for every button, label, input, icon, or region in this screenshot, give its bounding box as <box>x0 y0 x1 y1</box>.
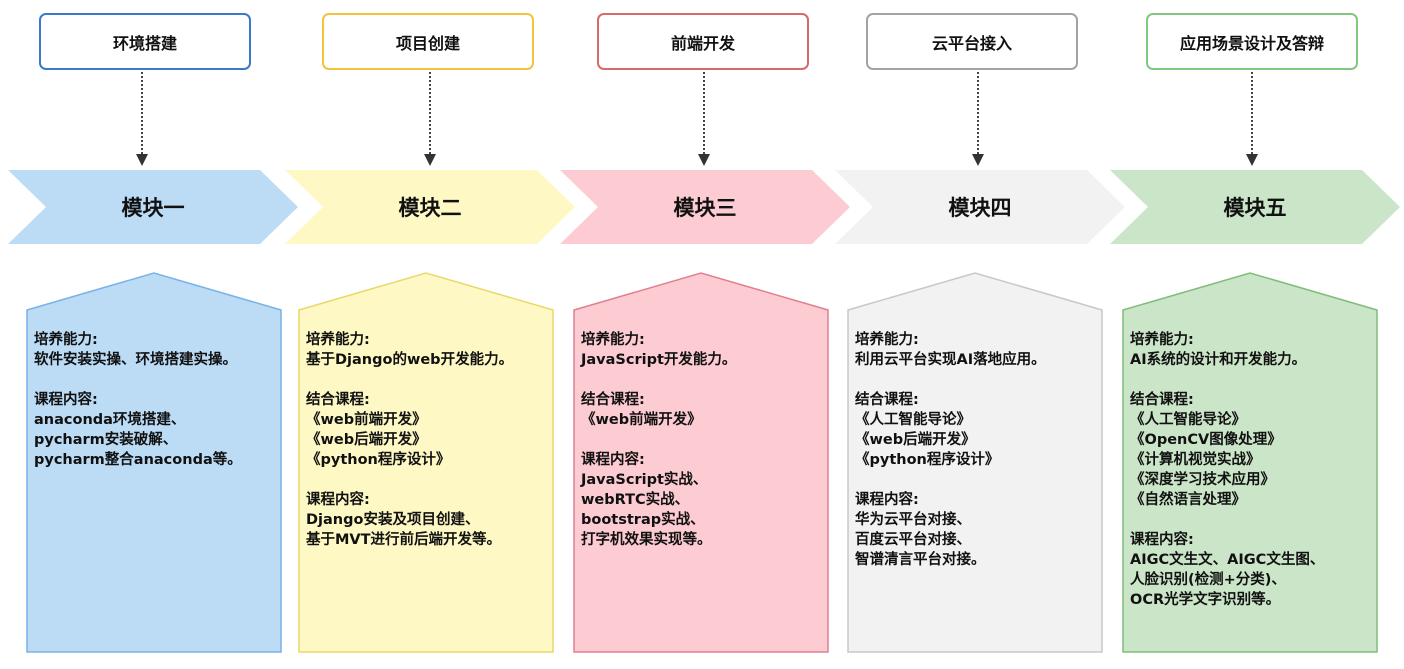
module-4-course-item: 《web后端开发》 <box>855 432 976 448</box>
module-5-chevron-label: 模块五 <box>1223 196 1287 220</box>
module-3-title-box: 前端开发 <box>597 13 809 70</box>
module-3-content-section: 课程内容: JavaScript实战、 webRTC实战、 bootstrap实… <box>581 450 825 550</box>
module-3-card: 培养能力: JavaScript开发能力。 结合课程: 《web前端开发》 课程… <box>573 272 829 653</box>
module-4-content-section: 课程内容: 华为云平台对接、 百度云平台对接、 智谱清言平台对接。 <box>855 490 1099 570</box>
module-2-ability-heading: 培养能力: <box>306 332 370 348</box>
module-4-content-item: 华为云平台对接、 <box>855 512 971 528</box>
module-5-course-item: 《计算机视觉实战》 <box>1130 452 1261 468</box>
module-1-content-heading: 课程内容: <box>34 392 98 408</box>
module-5-title-box: 应用场景设计及答辩 <box>1146 13 1358 70</box>
module-5-ability-text: AI系统的设计和开发能力。 <box>1130 352 1307 368</box>
module-2-courses-heading: 结合课程: <box>306 392 370 408</box>
module-4-content-heading: 课程内容: <box>855 492 919 508</box>
module-1-chevron-label: 模块一 <box>121 196 185 220</box>
module-3-arrow-icon <box>698 154 710 166</box>
module-3-content-item: webRTC实战、 <box>581 492 690 508</box>
module-1-content-item: pycharm安装破解、 <box>34 432 178 448</box>
module-3-content-item: 打字机效果实现等。 <box>581 532 712 548</box>
module-4-content-item: 百度云平台对接、 <box>855 532 971 548</box>
module-5-ability-section: 培养能力: AI系统的设计和开发能力。 <box>1130 330 1374 370</box>
module-3-chevron-label: 模块三 <box>673 196 737 220</box>
module-4-arrow-icon <box>972 154 984 166</box>
module-3-courses-section: 结合课程: 《web前端开发》 <box>581 390 825 430</box>
module-3-content-heading: 课程内容: <box>581 452 645 468</box>
module-2-course-item: 《web后端开发》 <box>306 432 427 448</box>
module-3-ability-text: JavaScript开发能力。 <box>581 352 737 368</box>
module-1-connector <box>141 72 143 154</box>
module-5-course-item: 《自然语言处理》 <box>1130 492 1246 508</box>
module-2-card: 培养能力: 基于Django的web开发能力。 结合课程: 《web前端开发》 … <box>298 272 554 653</box>
module-3-chevron: 模块三 <box>560 170 850 244</box>
module-5-course-item: 《OpenCV图像处理》 <box>1130 432 1282 448</box>
module-1-ability-heading: 培养能力: <box>34 332 98 348</box>
module-2-content-heading: 课程内容: <box>306 492 370 508</box>
module-3-content-item: JavaScript实战、 <box>581 472 708 488</box>
module-3-courses-heading: 结合课程: <box>581 392 645 408</box>
module-5-course-item: 《人工智能导论》 <box>1130 412 1246 428</box>
module-2-courses-section: 结合课程: 《web前端开发》 《web后端开发》 《python程序设计》 <box>306 390 550 470</box>
module-5-card: 培养能力: AI系统的设计和开发能力。 结合课程: 《人工智能导论》 《Open… <box>1122 272 1378 653</box>
module-column-1: 环境搭建 模块一 培养能力: 软件安装实操、环境搭建实操。 课程内容: anac… <box>0 0 298 669</box>
module-4-card: 培养能力: 利用云平台实现AI落地应用。 结合课程: 《人工智能导论》 《web… <box>847 272 1103 653</box>
module-4-course-item: 《python程序设计》 <box>855 452 1000 468</box>
module-3-connector <box>703 72 705 154</box>
module-1-chevron: 模块一 <box>8 170 298 244</box>
module-2-chevron: 模块二 <box>285 170 575 244</box>
module-5-content-item: 人脸识别(检测+分类)、 <box>1130 572 1286 588</box>
module-4-ability-text: 利用云平台实现AI落地应用。 <box>855 352 1046 368</box>
module-4-connector <box>977 72 979 154</box>
module-1-content-item: anaconda环境搭建、 <box>34 412 186 428</box>
module-1-title-box: 环境搭建 <box>39 13 251 70</box>
module-5-ability-heading: 培养能力: <box>1130 332 1194 348</box>
module-4-content-item: 智谱清言平台对接。 <box>855 552 986 568</box>
module-5-content-item: OCR光学文字识别等。 <box>1130 592 1281 608</box>
module-3-ability-section: 培养能力: JavaScript开发能力。 <box>581 330 825 370</box>
module-2-connector <box>429 72 431 154</box>
module-4-title-box: 云平台接入 <box>866 13 1078 70</box>
module-column-3: 前端开发 模块三 培养能力: JavaScript开发能力。 结合课程: 《we… <box>0 0 850 669</box>
module-2-content-item: 基于MVT进行前后端开发等。 <box>306 532 502 548</box>
module-5-content-item: AIGC文生文、AIGC文生图、 <box>1130 552 1325 568</box>
module-5-courses-heading: 结合课程: <box>1130 392 1194 408</box>
module-1-card: 培养能力: 软件安装实操、环境搭建实操。 课程内容: anaconda环境搭建、… <box>26 272 282 653</box>
module-2-content-item: Django安装及项目创建、 <box>306 512 480 528</box>
module-4-course-item: 《人工智能导论》 <box>855 412 971 428</box>
module-5-arrow-icon <box>1246 154 1258 166</box>
module-4-ability-section: 培养能力: 利用云平台实现AI落地应用。 <box>855 330 1099 370</box>
module-4-courses-heading: 结合课程: <box>855 392 919 408</box>
module-1-ability-text: 软件安装实操、环境搭建实操。 <box>34 352 237 368</box>
module-1-ability-section: 培养能力: 软件安装实操、环境搭建实操。 <box>34 330 278 370</box>
module-2-title-box: 项目创建 <box>322 13 534 70</box>
module-3-course-item: 《web前端开发》 <box>581 412 702 428</box>
module-column-4: 云平台接入 模块四 培养能力: 利用云平台实现AI落地应用。 结合课程: 《人工… <box>0 0 1125 669</box>
module-1-content-item: pycharm整合anaconda等。 <box>34 452 242 468</box>
module-4-courses-section: 结合课程: 《人工智能导论》 《web后端开发》 《python程序设计》 <box>855 390 1099 470</box>
module-column-2: 项目创建 模块二 培养能力: 基于Django的web开发能力。 结合课程: 《… <box>0 0 575 669</box>
module-5-course-item: 《深度学习技术应用》 <box>1130 472 1275 488</box>
module-3-content-item: bootstrap实战、 <box>581 512 705 528</box>
module-2-arrow-icon <box>424 154 436 166</box>
module-5-connector <box>1251 72 1253 154</box>
module-2-content-section: 课程内容: Django安装及项目创建、 基于MVT进行前后端开发等。 <box>306 490 550 550</box>
module-2-course-item: 《python程序设计》 <box>306 452 451 468</box>
module-5-content-section: 课程内容: AIGC文生文、AIGC文生图、 人脸识别(检测+分类)、 OCR光… <box>1130 530 1374 610</box>
module-2-ability-text: 基于Django的web开发能力。 <box>306 352 514 368</box>
module-2-course-item: 《web前端开发》 <box>306 412 427 428</box>
module-4-chevron: 模块四 <box>835 170 1125 244</box>
module-4-ability-heading: 培养能力: <box>855 332 919 348</box>
module-5-courses-section: 结合课程: 《人工智能导论》 《OpenCV图像处理》 《计算机视觉实战》 《深… <box>1130 390 1374 510</box>
module-2-ability-section: 培养能力: 基于Django的web开发能力。 <box>306 330 550 370</box>
module-1-content-section: 课程内容: anaconda环境搭建、 pycharm安装破解、 pycharm… <box>34 390 278 470</box>
module-5-content-heading: 课程内容: <box>1130 532 1194 548</box>
module-3-ability-heading: 培养能力: <box>581 332 645 348</box>
module-4-chevron-label: 模块四 <box>948 196 1012 220</box>
module-2-chevron-label: 模块二 <box>398 196 462 220</box>
module-5-chevron: 模块五 <box>1110 170 1400 244</box>
module-1-arrow-icon <box>136 154 148 166</box>
